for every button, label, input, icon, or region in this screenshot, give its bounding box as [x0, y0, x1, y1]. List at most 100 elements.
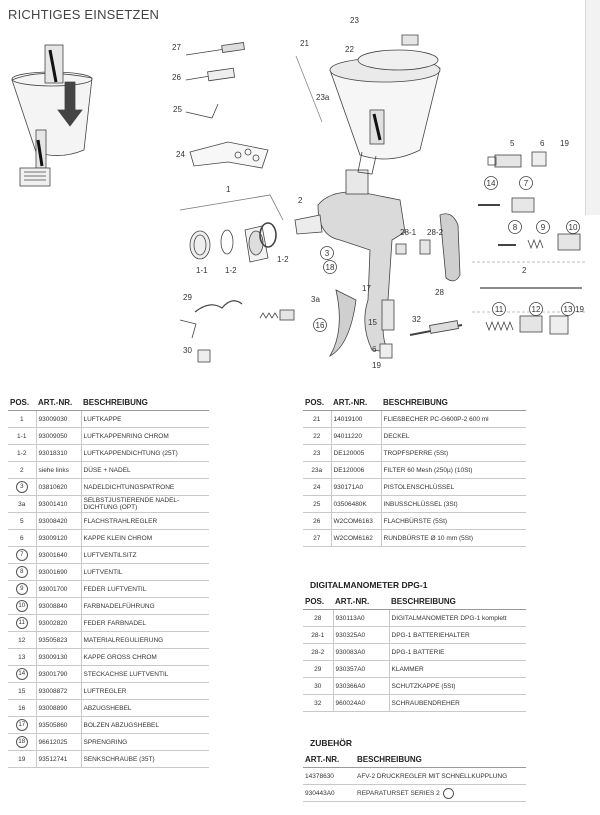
callout-number: 5 [510, 139, 515, 148]
description-cell: SENKSCHRAUBE (35t) [80, 750, 209, 768]
pos-cell: 7 [8, 546, 36, 564]
pos-value: 21 [313, 415, 321, 423]
art-nr-cell: 93009050 [35, 427, 81, 445]
pos-cell: 28-2 [303, 643, 333, 661]
callout-number: 16 [316, 321, 325, 330]
art-nr-cell: 93018310 [35, 444, 81, 462]
pos-cell: 21 [303, 410, 331, 428]
art-nr-cell: 93512741 [35, 750, 81, 768]
air-regulator [381, 299, 395, 331]
scrollbar-strip[interactable] [585, 0, 600, 215]
pos-value: 19 [18, 755, 26, 763]
small-cap [531, 151, 547, 167]
pos-value: 15 [18, 687, 26, 695]
description-cell: NADELDICHTUNGSPATRONE [80, 478, 209, 496]
pos-cell: 18 [8, 733, 36, 751]
col-header-desc: BESCHREIBUNG [389, 594, 526, 610]
pos-value: 1-2 [17, 449, 27, 457]
pos-value: 13 [18, 653, 26, 661]
pos-value: 30 [314, 682, 322, 690]
pos-value: 3a [18, 500, 26, 508]
page-heading: RICHTIGES EINSETZEN [8, 7, 160, 22]
col-header-pos: POS. [8, 395, 36, 411]
pos-value: 7 [15, 549, 28, 561]
callout-number: 1-1 [196, 266, 208, 275]
callout-circle [529, 302, 543, 316]
callout-circle [508, 220, 522, 234]
pos-cell: 9 [8, 580, 36, 598]
col-header-desc: BESCHREIBUNG [381, 395, 526, 411]
description-cell: DPG-1 BATTERIEHALTER [388, 626, 526, 644]
art-nr-cell: 930325A0 [332, 626, 389, 644]
pos-cell: 15 [8, 682, 36, 700]
art-nr-cell: 930113A0 [332, 609, 389, 627]
col-header-desc: BESCHREIBUNG [355, 752, 526, 768]
pos-cell: 2 [8, 461, 36, 479]
callout-number: 26 [172, 73, 181, 82]
art-nr-cell: 93009120 [35, 529, 81, 547]
callout-number: 19 [575, 305, 584, 314]
air-cap-ring [189, 230, 211, 260]
description-cell: DPG-1 BATTERIE [388, 643, 526, 661]
callout-number: 17 [362, 284, 371, 293]
callout-circle [484, 176, 498, 190]
callout-number: 3 [325, 249, 330, 258]
description-cell: KLAMMER [388, 660, 526, 678]
description-cell: MATERIALREGULIERUNG [80, 631, 209, 649]
art-nr-cell: DE120005 [330, 444, 381, 462]
callout-number: 1-2 [277, 255, 289, 264]
protective-cap [197, 349, 211, 363]
pos-cell: 30 [303, 677, 333, 695]
pos-value: 29 [314, 665, 322, 673]
large-cap [549, 315, 569, 335]
art-nr-cell: 93001690 [35, 563, 81, 581]
description-cell: BOLZEN ABZUGSHEBEL [80, 716, 209, 734]
small-cap-bottom [379, 343, 393, 359]
inset-cup-illustration [11, 44, 93, 187]
callout-number: 6 [540, 139, 545, 148]
callout-number: 28 [435, 288, 444, 297]
art-nr-cell: 93008872 [35, 682, 81, 700]
pos-cell: 1-1 [8, 427, 36, 445]
description-cell: DECKEL [380, 427, 526, 445]
clip-spring [179, 300, 243, 339]
pos-value: 17 [15, 719, 28, 731]
callout-number: 24 [176, 150, 185, 159]
art-nr-cell: 93009130 [35, 648, 81, 666]
pos-cell: 13 [8, 648, 36, 666]
col-header-pos: POS. [303, 594, 333, 610]
pos-cell: 17 [8, 716, 36, 734]
description-cell: LUFTKAPPE [80, 410, 209, 428]
pos-cell: 22 [303, 427, 331, 445]
pos-cell: 16 [8, 699, 36, 717]
air-cap-seal-rear [259, 222, 277, 248]
callout-number: 11 [495, 305, 504, 314]
callout-number: 25 [173, 105, 182, 114]
col-header-art: ART.-NR. [331, 395, 381, 411]
pos-value: 2 [19, 466, 24, 474]
pos-cell: 5 [8, 512, 36, 530]
pos-cell: 1-2 [8, 444, 36, 462]
pos-value: 23 [313, 449, 321, 457]
description-cell: RUNDBÜRSTE Ø 10 mm (5St) [380, 529, 526, 547]
description-cell: LUFTKAPPENRING CHROM [80, 427, 209, 445]
art-nr-cell: 93002820 [35, 614, 81, 632]
art-nr-cell: 930366A0 [332, 677, 389, 695]
callout-number: 3a [311, 295, 320, 304]
pos-value: 10 [15, 600, 28, 612]
art-nr-cell: 93001640 [35, 546, 81, 564]
description-cell: ABZUGSHEBEL [80, 699, 209, 717]
callout-circle [323, 260, 337, 274]
pos-value: 5 [19, 517, 24, 525]
callout-number: 8 [513, 223, 518, 232]
description-cell: INBUSSCHLÜSSEL (3St) [380, 495, 526, 513]
seal-cartridge [259, 309, 295, 321]
callout-number: 1 [226, 185, 231, 194]
